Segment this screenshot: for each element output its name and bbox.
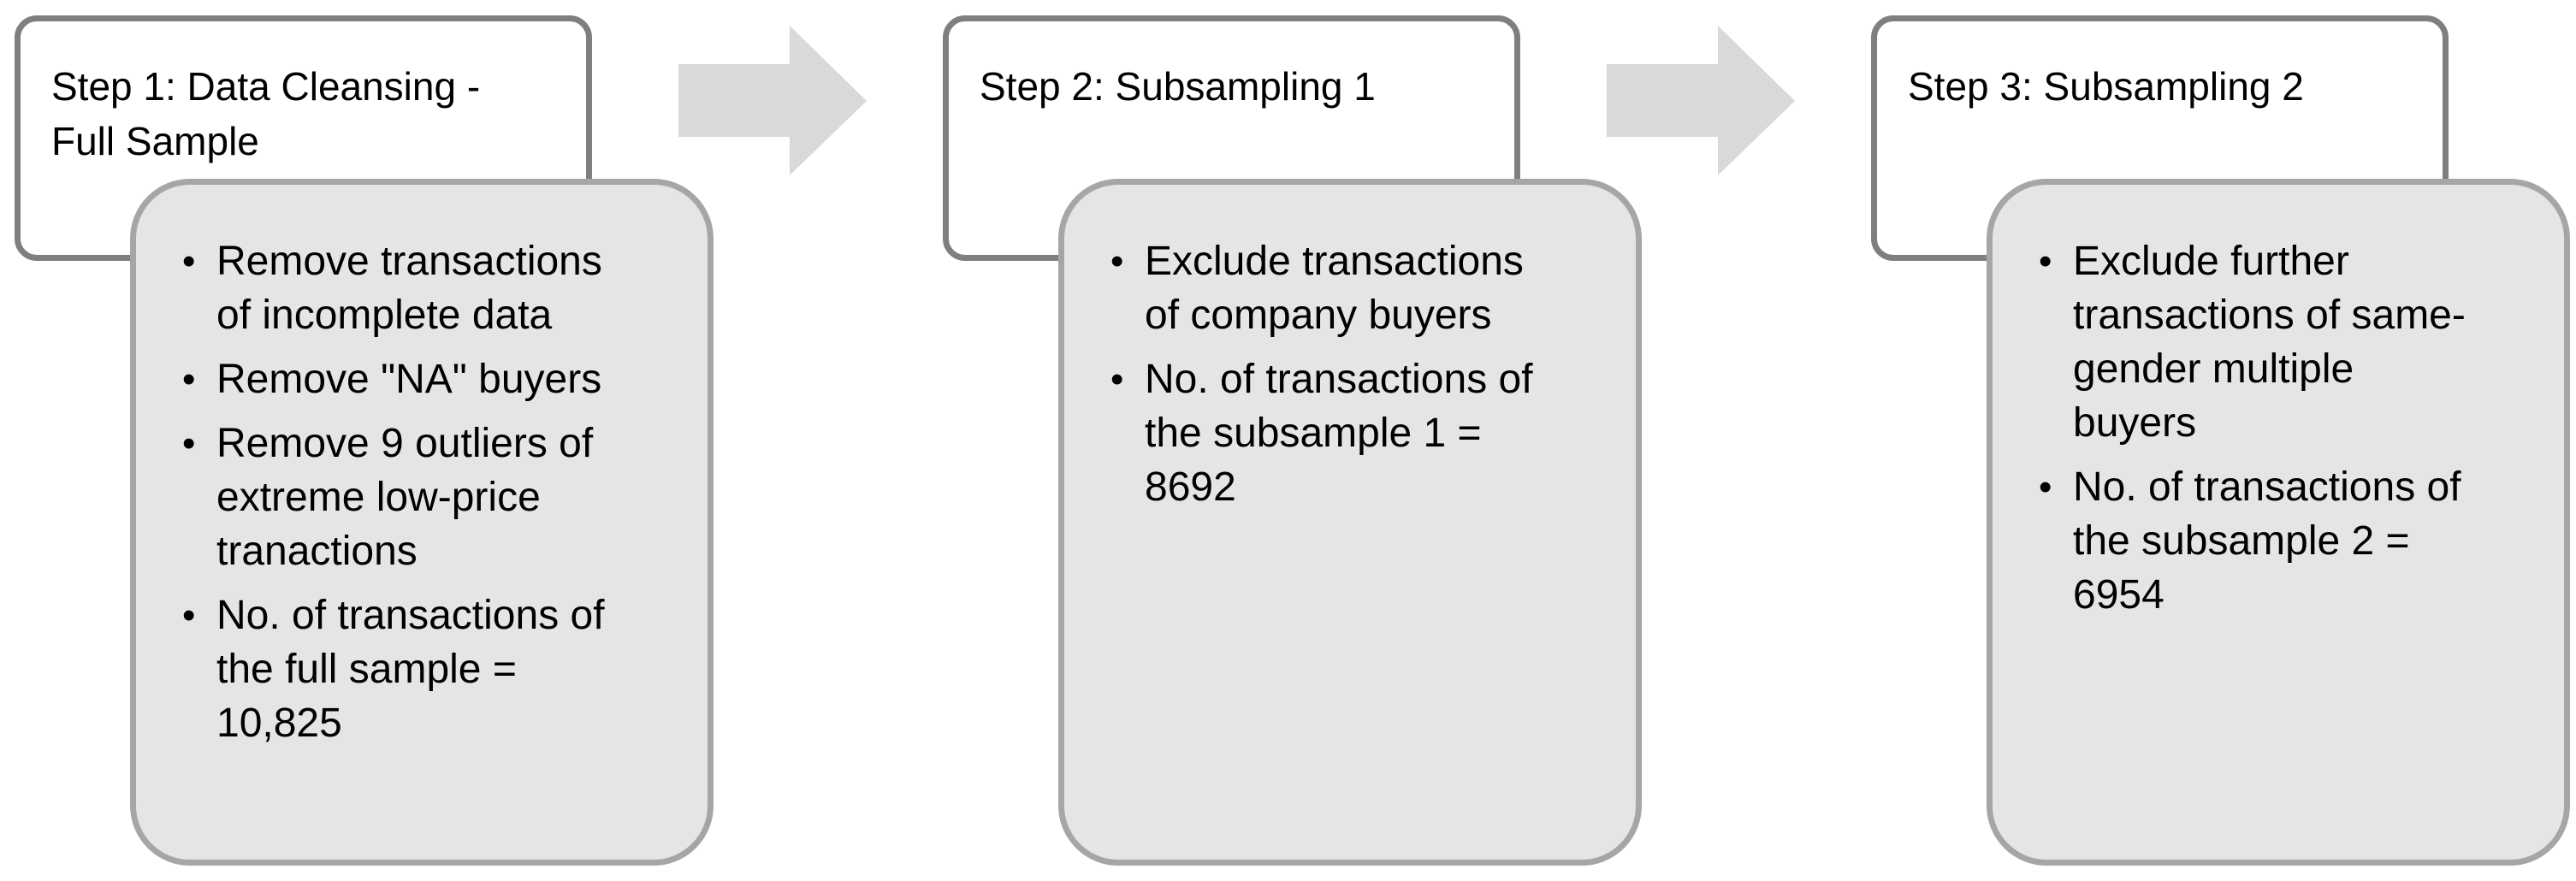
step-1: Step 1: Data Cleansing - Full Sample • Re… xyxy=(0,0,856,881)
bullet-text: Exclude transactions of company buyers xyxy=(1145,239,1524,338)
bullet-text: Exclude further transactions of same- ge… xyxy=(2073,239,2466,446)
bullet-icon: • xyxy=(182,240,196,282)
bullet-icon: • xyxy=(182,358,196,400)
step-1-title: Step 1: Data Cleansing - Full Sample xyxy=(51,64,481,163)
list-item: • Remove 9 outliers of extreme low-price … xyxy=(182,417,682,578)
list-item: • Exclude further transactions of same- g… xyxy=(2039,234,2538,450)
step-2-title: Step 2: Subsampling 1 xyxy=(980,64,1376,109)
step-2-bullet-list: •Exclude transactions of company buyers … xyxy=(1110,234,1610,514)
right-arrow-icon xyxy=(1607,26,1795,175)
step-3-title-box: Step 3: Subsampling 2 xyxy=(1871,15,2449,261)
step-1-detail-box: •Remove transactions of incomplete data … xyxy=(130,179,714,866)
bullet-text: Remove transactions of incomplete data xyxy=(216,239,602,338)
step-2-detail-box: •Exclude transactions of company buyers … xyxy=(1058,179,1642,866)
right-arrow-icon xyxy=(678,26,867,175)
list-item: • No. of transactions of the subsample 1 … xyxy=(1110,352,1610,514)
bullet-text: Remove "NA" buyers xyxy=(216,357,602,402)
bullet-text: Remove 9 outliers of extreme low-price t… xyxy=(216,421,594,574)
step-2: Step 2: Subsampling 1 • Exclude transacti… xyxy=(928,0,1784,881)
bullet-text: No. of transactions of the full sample =… xyxy=(216,593,605,746)
bullet-text: No. of transactions of the subsample 1 =… xyxy=(1145,357,1533,510)
list-item: • Remove "NA" buyers xyxy=(182,352,682,406)
bullet-icon: • xyxy=(182,594,196,636)
list-item: • Remove transactions of incomplete data xyxy=(182,234,682,342)
step-1-bullet-list: •Remove transactions of incomplete data … xyxy=(182,234,682,750)
list-item: • No. of transactions of the full sample … xyxy=(182,588,682,750)
list-item: • Exclude transactions of company buyers xyxy=(1110,234,1610,342)
step-3: Step 3: Subsampling 2 • Exclude further t… xyxy=(1856,0,2576,881)
step-3-title: Step 3: Subsampling 2 xyxy=(1908,64,2304,109)
step-3-bullet-list: • Exclude further transactions of same- g… xyxy=(2039,234,2538,622)
step-1-title-box: Step 1: Data Cleansing - Full Sample xyxy=(15,15,592,261)
bullet-icon: • xyxy=(1110,358,1124,400)
list-item: • No. of transactions of the subsample 2 … xyxy=(2039,460,2538,622)
bullet-icon: • xyxy=(2039,466,2052,508)
bullet-text: No. of transactions of the subsample 2 =… xyxy=(2073,464,2461,618)
bullet-icon: • xyxy=(2039,240,2052,282)
bullet-icon: • xyxy=(1110,240,1124,282)
bullet-icon: • xyxy=(182,423,196,464)
step-3-detail-box: • Exclude further transactions of same- g… xyxy=(1987,179,2570,866)
